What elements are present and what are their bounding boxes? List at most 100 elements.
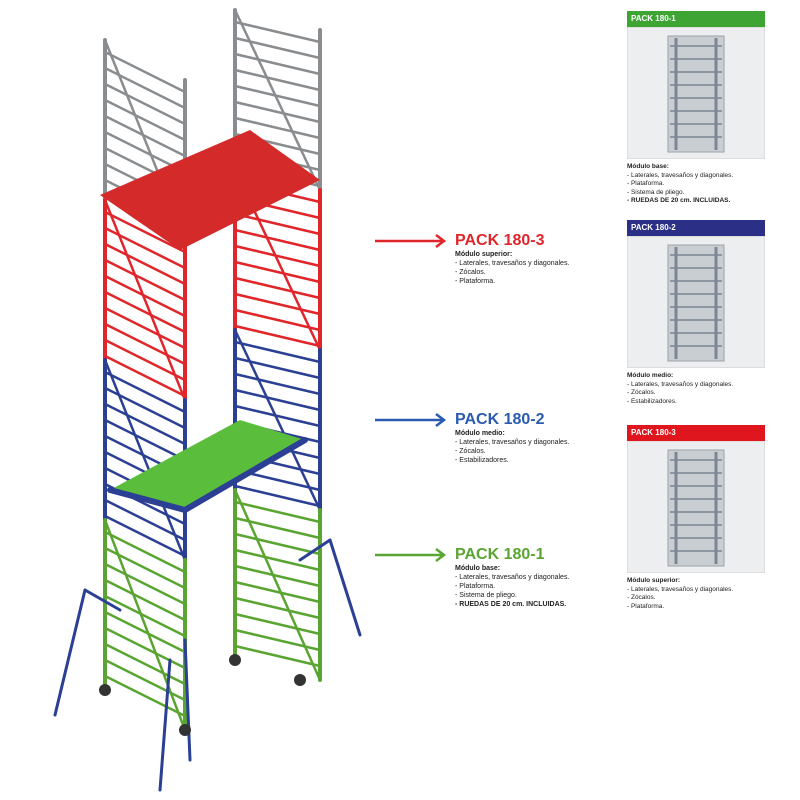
- wheel-icon: [99, 684, 111, 696]
- scaffold-tube: [233, 488, 322, 682]
- scaffold-tube: [233, 404, 322, 428]
- scaffold-tube: [103, 402, 187, 446]
- scaffold-tube: [233, 484, 322, 508]
- item: - Plataforma.: [627, 180, 665, 187]
- scaffold-tube: [183, 638, 192, 762]
- module-name: Módulo medio:: [455, 430, 505, 437]
- card-pack-180-3: PACK 180-3 Módulo superior:- Laterales, …: [627, 425, 765, 611]
- scaffold-tube: [233, 308, 322, 332]
- scaffold-tube: [233, 84, 322, 108]
- scaffold-tube: [182, 437, 308, 513]
- scaffold-tube: [103, 274, 187, 318]
- scaffold-tube: [233, 100, 322, 124]
- scaffold-tube: [103, 674, 187, 718]
- item: - Zócalos.: [455, 269, 486, 276]
- platform-top: [100, 130, 320, 250]
- item: - Plataforma.: [455, 278, 496, 285]
- scaffold-tube: [103, 98, 187, 142]
- scaffold-tube: [103, 322, 187, 366]
- scaffold-tube: [103, 594, 187, 638]
- item: - RUEDAS DE 20 cm. INCLUIDAS.: [455, 601, 567, 608]
- module-name: Módulo medio:: [627, 372, 674, 379]
- module-name: Módulo base:: [627, 163, 669, 170]
- scaffold-tube: [233, 580, 322, 604]
- scaffold-tube: [103, 66, 187, 110]
- platform-middle: [110, 420, 305, 510]
- card-header: PACK 180-2: [627, 220, 765, 236]
- item: - Laterales, travesaños y diagonales.: [455, 439, 570, 446]
- item: - Laterales, travesaños y diagonales.: [627, 171, 734, 179]
- scaffold-tube: [103, 658, 187, 702]
- item: - Sistema de pliego.: [627, 188, 685, 196]
- scaffold-tube: [103, 242, 187, 286]
- scaffold-tube: [103, 562, 187, 606]
- card-pack-180-2: PACK 180-2 Módulo medio:- Laterales, tra…: [627, 220, 765, 406]
- scaffold-tube: [103, 498, 187, 542]
- scaffold-tube: [103, 358, 187, 562]
- scaffold-tube: [103, 198, 187, 402]
- folded-module-photo: [627, 236, 765, 368]
- scaffold-tube: [103, 258, 187, 302]
- scaffold-tube: [103, 210, 187, 254]
- scaffold-tube: [233, 644, 322, 668]
- scaffold-tube: [103, 386, 187, 430]
- module-name: Módulo superior:: [627, 577, 681, 584]
- pack-title: PACK 180-1: [455, 546, 545, 563]
- scaffold-tube: [233, 276, 322, 300]
- wheel-icon: [294, 674, 306, 686]
- scaffold-tube: [103, 114, 187, 158]
- item: - Zócalos.: [455, 448, 486, 455]
- scaffold-tube: [233, 340, 322, 364]
- scaffold-tube: [103, 578, 187, 622]
- scaffold-tube: [233, 8, 322, 192]
- scaffold-tube: [233, 564, 322, 588]
- pack-title: PACK 180-2: [455, 411, 545, 428]
- scaffold-tube: [107, 487, 188, 513]
- scaffold-tube: [103, 514, 187, 558]
- scaffold-tube: [233, 628, 322, 652]
- scaffold-tube: [298, 538, 332, 562]
- pack-180-3-label: PACK 180-3 Módulo superior:- Laterales, …: [375, 232, 615, 286]
- scaffold-tube: [233, 20, 322, 44]
- scaffold-tube: [103, 610, 187, 654]
- item: - Zócalos.: [627, 594, 656, 601]
- item: - Plataforma.: [627, 602, 665, 610]
- scaffold-tube: [233, 500, 322, 524]
- scaffold-tube: [233, 116, 322, 140]
- item: - Laterales, travesaños y diagonales.: [627, 585, 734, 593]
- scaffold-tube: [233, 612, 322, 636]
- scaffold-tube: [233, 228, 322, 252]
- scaffold-tube: [103, 530, 187, 574]
- card-pack-180-1: PACK 180-1 Módulo base:- Laterales, trav…: [627, 11, 765, 206]
- scaffold-tube: [103, 338, 187, 382]
- scaffold-tube: [103, 354, 187, 398]
- scaffold-tube: [233, 548, 322, 572]
- scaffold-tube: [158, 658, 172, 792]
- item: - RUEDAS DE 20 cm. INCLUIDAS.: [627, 197, 731, 204]
- scaffold-tube: [233, 244, 322, 268]
- module-name: Módulo base:: [455, 565, 501, 572]
- module-name: Módulo superior:: [455, 251, 513, 258]
- arrow-right-icon: [375, 234, 447, 248]
- item: - Laterales, travesaños y diagonales.: [455, 574, 570, 581]
- scaffold-tube: [233, 328, 322, 512]
- wheel-icon: [229, 654, 241, 666]
- scaffold-tube: [103, 306, 187, 350]
- scaffold-tube: [103, 626, 187, 670]
- scaffold-tube: [103, 50, 187, 94]
- scaffold-tube: [233, 372, 322, 396]
- scaffold-tube: [233, 292, 322, 316]
- scaffold-tube: [103, 418, 187, 462]
- item: - Sistema de pliego.: [455, 592, 517, 599]
- scaffold-tube: [233, 68, 322, 92]
- scaffold-tube: [233, 596, 322, 620]
- scaffold-tower-illustration: [53, 8, 362, 792]
- pack-title: PACK 180-3: [455, 232, 545, 249]
- scaffold-tube: [233, 388, 322, 412]
- folded-module-photo: [627, 27, 765, 159]
- item: - Plataforma.: [455, 583, 496, 590]
- scaffold-tube: [233, 324, 322, 348]
- scaffold-tube: [103, 518, 187, 732]
- item: - Laterales, travesaños y diagonales.: [627, 380, 734, 388]
- pack-180-2-label: PACK 180-2 Módulo medio: - Laterales, tra…: [375, 411, 615, 465]
